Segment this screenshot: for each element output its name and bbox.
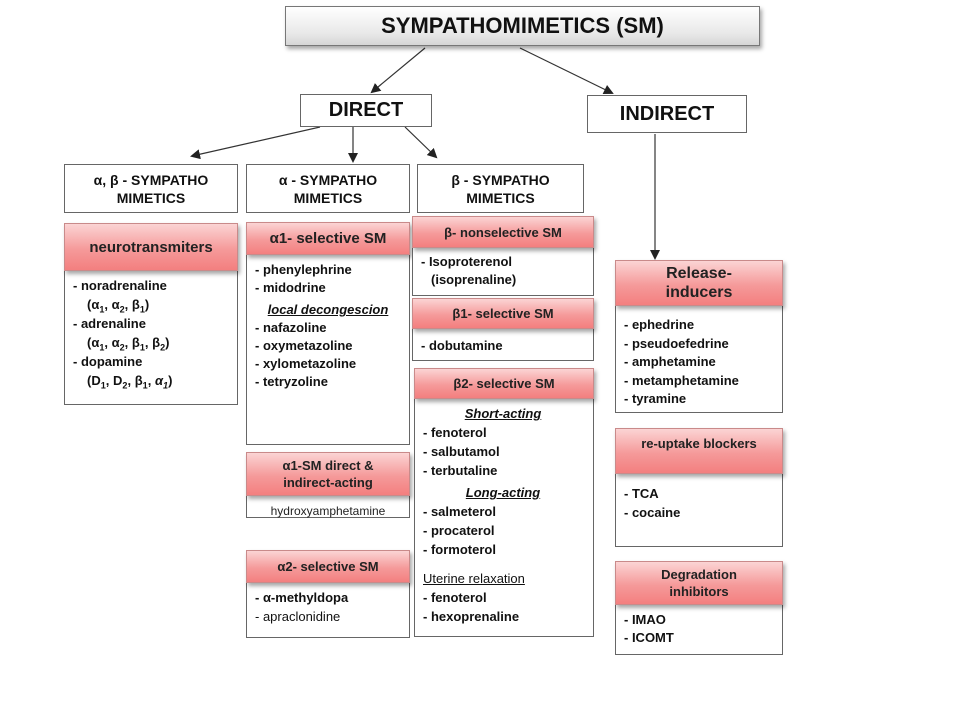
a2-item-1: - apraclonidine — [255, 609, 341, 624]
nt-item-1-receptors: (α1, α2, β1, β2) — [87, 335, 170, 353]
ri-item-3: - metamphetamine — [624, 372, 739, 388]
b2-long-2: - formoterol — [423, 542, 496, 557]
b2-selective-box: Short-acting - fenoterol - salbutamol - … — [414, 393, 594, 637]
b-nonselective-box: - Isoproterenol (isoprenaline) — [412, 240, 594, 296]
b2-short-2: - terbutaline — [423, 463, 498, 478]
arrow-to-direct — [370, 47, 426, 94]
a-line1: - SYMPATHO — [287, 171, 378, 188]
b2-short-heading: Short-acting — [464, 406, 542, 421]
a1di-item: hydroxyamphetamine — [270, 504, 386, 518]
di-item-0: - IMAO — [624, 612, 666, 627]
b-line2: MIMETICS — [466, 189, 535, 206]
neurotransmitters-header-text: neurotransmiters — [89, 238, 213, 256]
di-header-line1: Degradation — [661, 567, 737, 582]
release-inducers-box: - ephedrine - pseudoefedrine - amphetami… — [615, 295, 783, 413]
nt-item-0-receptors: (α1, α2, β1) — [87, 297, 150, 315]
b2-uterine-1: - hexoprenaline — [423, 609, 520, 624]
a-sympathomimetics-box: α - SYMPATHO MIMETICS — [246, 164, 410, 213]
a1-item2-2: - xylometazoline — [255, 356, 357, 371]
a1-selective-header-text: α1- selective SM — [269, 230, 387, 247]
indirect-box: INDIRECT — [587, 95, 747, 133]
ab-line1: - SYMPATHO — [118, 171, 209, 188]
a1-item2-3: - tetryzoline — [255, 374, 328, 389]
page-title-text: SYMPATHOMIMETICS (SM) — [381, 13, 664, 38]
release-inducers-header: Release- inducers — [615, 260, 783, 306]
b1-item-0: - dobutamine — [421, 338, 503, 353]
di-header-line2: inhibitors — [669, 584, 729, 599]
b1-selective-header: β1- selective SM — [412, 298, 594, 329]
nt-item-2-receptors: (D1, D2, β1, α1) — [87, 373, 173, 391]
a1-item2-1: - oxymetazoline — [255, 338, 353, 353]
di-item-1: - ICOMT — [624, 630, 674, 645]
a2-selective-header: α2- selective SM — [246, 550, 410, 583]
rb-item-1: - cocaine — [624, 505, 681, 520]
release-inducers-header-text: Release- inducers — [665, 265, 733, 301]
reuptake-blockers-header-text: re-uptake blockers — [641, 436, 757, 451]
rb-item-0: - TCA — [624, 486, 659, 501]
a1-direct-indirect-header: α1-SM direct & indirect-acting — [246, 452, 410, 496]
b2-selective-header-text: β2- selective SM — [453, 376, 555, 391]
b2-short-1: - salbutamol — [423, 444, 500, 459]
arrow-to-b-sympatho — [404, 126, 438, 159]
ri-item-1: - pseudoefedrine — [624, 335, 729, 351]
ab-sympathomimetics-box: α, β - SYMPATHO MIMETICS — [64, 164, 238, 213]
indirect-label: INDIRECT — [619, 102, 715, 125]
ab-symbols: α, β — [93, 171, 119, 188]
a1-item-0: - phenylephrine — [255, 262, 352, 277]
b2-short-0: - fenoterol — [423, 425, 487, 440]
bns-item-1: (isoprenaline) — [431, 272, 517, 287]
a2-selective-header-text: α2- selective SM — [277, 559, 379, 574]
a1-item-1: - midodrine — [255, 280, 326, 295]
b2-long-0: - salmeterol — [423, 504, 496, 519]
ri-item-4: - tyramine — [624, 391, 687, 406]
ri-item-2: - amphetamine — [624, 354, 716, 369]
bns-item-0: - Isoproterenol — [421, 254, 513, 269]
b1-selective-box: - dobutamine — [412, 323, 594, 361]
page-title: SYMPATHOMIMETICS (SM) — [285, 6, 760, 46]
a2-item-0: - α-methyldopa — [255, 590, 349, 605]
nt-item-0-name: - noradrenaline — [73, 278, 167, 293]
b2-selective-header: β2- selective SM — [414, 368, 594, 399]
a1di-header-line2: indirect-acting — [283, 475, 373, 490]
nt-item-1-name: - adrenaline — [73, 316, 146, 331]
b2-long-heading: Long-acting — [465, 485, 541, 500]
b2-uterine-0: - fenoterol — [423, 590, 487, 605]
neurotransmitters-header: neurotransmiters — [64, 223, 238, 271]
b1-selective-header-text: β1- selective SM — [452, 306, 554, 321]
a1di-header-line1: α1-SM direct & — [282, 458, 374, 473]
degradation-inhibitors-header: Degradation inhibitors — [615, 561, 783, 605]
b-symbol: β — [451, 171, 460, 188]
b-line1: - SYMPATHO — [459, 171, 550, 188]
a1-item2-0: - nafazoline — [255, 320, 327, 335]
b2-long-1: - procaterol — [423, 523, 495, 538]
a1-subheading: local decongescion — [267, 302, 389, 317]
a-line2: MIMETICS — [293, 189, 363, 206]
arrow-to-indirect — [519, 47, 614, 94]
direct-box: DIRECT — [300, 94, 432, 127]
b-sympathomimetics-box: β - SYMPATHO MIMETICS — [417, 164, 584, 213]
b-nonselective-header-text: β- nonselective SM — [444, 224, 562, 240]
b2-uterine-heading: Uterine relaxation — [423, 571, 525, 586]
b-nonselective-header: β- nonselective SM — [412, 216, 594, 248]
ri-item-0: - ephedrine — [624, 317, 695, 332]
nt-item-2-name: - dopamine — [73, 354, 143, 369]
ab-line2: MIMETICS — [116, 189, 186, 206]
neurotransmitters-box: - noradrenaline (α1, α2, β1) - adrenalin… — [64, 247, 238, 405]
a1-selective-box: - phenylephrine - midodrine local decong… — [246, 248, 410, 445]
reuptake-blockers-header: re-uptake blockers — [615, 428, 783, 474]
direct-label: DIRECT — [328, 99, 404, 121]
a1-selective-header: α1- selective SM — [246, 222, 410, 255]
a-symbol: α — [278, 171, 288, 188]
arrow-to-ab-sympatho — [190, 126, 321, 160]
